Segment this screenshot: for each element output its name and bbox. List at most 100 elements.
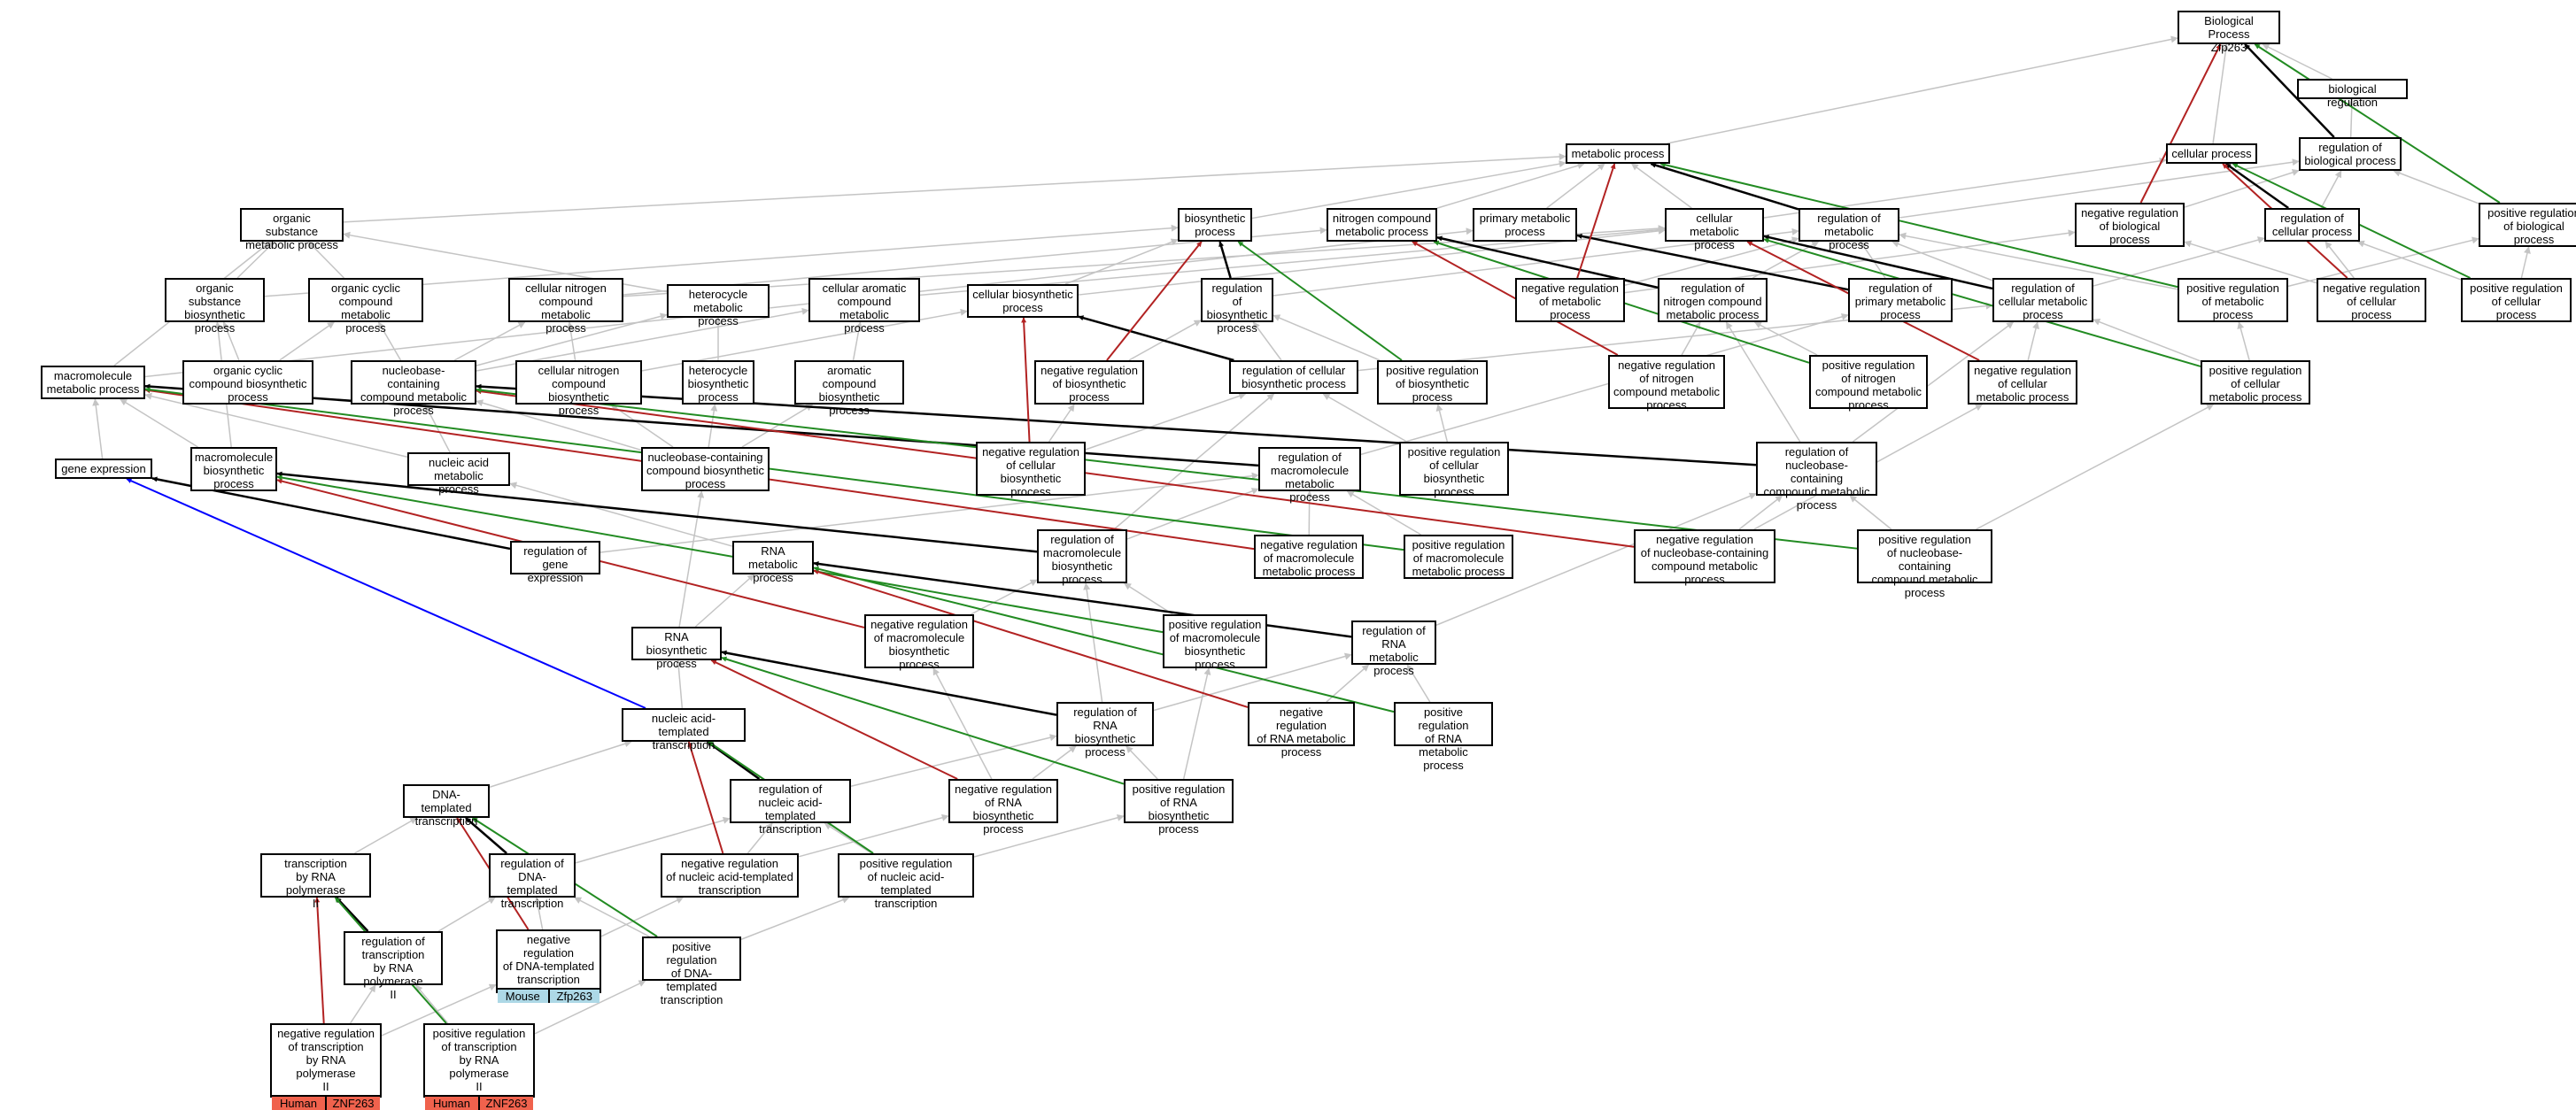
term-label: negative regulation of RNA biosynthetic … xyxy=(950,781,1056,837)
term-node-macromet[interactable]: macromolecule metabolic process xyxy=(41,366,145,399)
gene-tag: ZNF263 xyxy=(325,1097,380,1110)
term-node-nucacidtx[interactable]: nucleic acid-templated transcription xyxy=(622,708,746,742)
term-node-regmet[interactable]: regulation of metabolic process xyxy=(1799,208,1899,242)
term-node-regdnatx[interactable]: regulation of DNA-templated transcriptio… xyxy=(489,853,576,898)
term-node-negregcell[interactable]: negative regulation of cellular process xyxy=(2317,278,2426,322)
term-node-rnabio[interactable]: RNA biosynthetic process xyxy=(631,627,722,660)
term-node-regnitro[interactable]: regulation of nitrogen compound metaboli… xyxy=(1658,278,1768,322)
term-node-posregmacromet[interactable]: positive regulation of macromolecule met… xyxy=(1404,535,1513,579)
term-node-nucbase[interactable]: nucleobase-containing compound metabolic… xyxy=(351,360,476,405)
term-label: RNA metabolic process xyxy=(734,543,812,586)
edge-geneexp-to-macromet xyxy=(95,399,102,459)
term-label: macromolecule biosynthetic process xyxy=(192,449,275,492)
term-label: positive regulation of nucleic acid-temp… xyxy=(839,855,972,912)
term-node-posregnitro[interactable]: positive regulation of nitrogen compound… xyxy=(1809,355,1928,409)
term-node-negregnucacidtx[interactable]: negative regulation of nucleic acid-temp… xyxy=(661,853,799,898)
term-label: regulation of cellular biosynthetic proc… xyxy=(1231,362,1357,392)
edge-regcell-to-regbio xyxy=(2321,171,2341,208)
term-node-nucacid[interactable]: nucleic acid metabolic process xyxy=(407,452,510,486)
term-node-cellproc[interactable]: cellular process xyxy=(2166,143,2257,164)
term-node-negregbio[interactable]: negative regulation of biological proces… xyxy=(2075,203,2185,247)
term-node-posregnucbase[interactable]: positive regulation of nucleobase-contai… xyxy=(1857,529,1992,583)
term-node-negregdnatx[interactable]: negative regulation of DNA-templated tra… xyxy=(496,929,601,993)
term-node-macrobio[interactable]: macromolecule biosynthetic process xyxy=(190,447,277,491)
term-node-regnucacidtx[interactable]: regulation of nucleic acid-templated tra… xyxy=(730,779,851,823)
term-node-regrnabio[interactable]: regulation of RNA biosynthetic process xyxy=(1056,702,1154,746)
term-node-posregrnamet[interactable]: positive regulation of RNA metabolic pro… xyxy=(1394,702,1493,746)
term-label: negative regulation of nitrogen compound… xyxy=(1610,357,1723,413)
term-node-orgsubbio[interactable]: organic substance biosynthetic process xyxy=(165,278,265,322)
term-label: positive regulation of nitrogen compound… xyxy=(1811,357,1926,413)
term-node-rnamet[interactable]: RNA metabolic process xyxy=(732,541,814,574)
term-node-regrnamet[interactable]: regulation of RNA metabolic process xyxy=(1351,621,1436,665)
term-node-cellarom[interactable]: cellular aromatic compound metabolic pro… xyxy=(808,278,920,322)
term-node-orgcycbio[interactable]: organic cyclic compound biosynthetic pro… xyxy=(182,360,313,405)
term-node-negregcellmet[interactable]: negative regulation of cellular metaboli… xyxy=(1968,360,2077,405)
term-node-regcellbio[interactable]: regulation of cellular biosynthetic proc… xyxy=(1229,360,1358,394)
term-label: positive regulation of RNA metabolic pro… xyxy=(1396,704,1491,774)
term-node-nucbasebio[interactable]: nucleobase-containing compound biosynthe… xyxy=(641,447,770,491)
term-node-posregtxpol2[interactable]: positive regulation of transcription by … xyxy=(423,1023,535,1098)
term-label: cellular biosynthetic process xyxy=(969,286,1077,316)
term-node-regprim[interactable]: regulation of primary metabolic process xyxy=(1848,278,1953,322)
term-node-hetbio[interactable]: heterocycle biosynthetic process xyxy=(682,360,754,405)
term-node-bioreg[interactable]: biological regulation xyxy=(2297,79,2408,99)
term-node-cellmet[interactable]: cellular metabolic process xyxy=(1665,208,1764,242)
term-node-negregtxpol2[interactable]: negative regulation of transcription by … xyxy=(270,1023,382,1098)
term-node-posregnucacidtx[interactable]: positive regulation of nucleic acid-temp… xyxy=(838,853,974,898)
term-node-regtxpol2[interactable]: regulation of transcription by RNA polym… xyxy=(344,931,443,985)
term-node-primary[interactable]: primary metabolic process xyxy=(1473,208,1577,242)
term-label: regulation of DNA-templated transcriptio… xyxy=(491,855,574,912)
edge-posregcell-to-posregbio xyxy=(2521,247,2528,278)
term-node-orgsub[interactable]: organic substance metabolic process xyxy=(240,208,344,242)
term-node-reggeneexp[interactable]: regulation of gene expression xyxy=(510,541,600,574)
term-node-regbio[interactable]: regulation of biological process xyxy=(2299,137,2402,171)
term-node-posregmacrobio[interactable]: positive regulation of macromolecule bio… xyxy=(1163,614,1267,668)
term-node-posregcell[interactable]: positive regulation of cellular process xyxy=(2461,278,2572,322)
term-node-negregnucbase[interactable]: negative regulation of nucleobase-contai… xyxy=(1634,529,1775,583)
edge-posregcellmet-to-cellmet xyxy=(1764,239,2201,366)
term-node-negregmet[interactable]: negative regulation of metabolic process xyxy=(1515,278,1625,322)
edge-negregcell-to-negregbio xyxy=(2185,242,2317,282)
term-node-negregcellbio[interactable]: negative regulation of cellular biosynth… xyxy=(976,442,1086,496)
term-node-regcellmet[interactable]: regulation of cellular metabolic process xyxy=(1992,278,2093,322)
term-node-posregcellbio[interactable]: positive regulation of cellular biosynth… xyxy=(1399,442,1509,496)
term-node-regbiosyn[interactable]: regulation of biosynthetic process xyxy=(1201,278,1273,322)
term-node-dnatx[interactable]: DNA-templated transcription xyxy=(403,784,490,818)
term-node-orgcyc[interactable]: organic cyclic compound metabolic proces… xyxy=(308,278,423,322)
term-node-bp[interactable]: Biological Process Zfp263 xyxy=(2178,11,2280,44)
term-node-posregcellmet[interactable]: positive regulation of cellular metaboli… xyxy=(2201,360,2310,405)
term-node-regnucbase[interactable]: regulation of nucleobase-containing comp… xyxy=(1756,442,1877,496)
term-node-metab[interactable]: metabolic process xyxy=(1566,143,1670,164)
term-label: positive regulation of cellular metaboli… xyxy=(2202,362,2309,405)
term-node-negregmacromet[interactable]: negative regulation of macromolecule met… xyxy=(1254,535,1364,579)
term-node-cellnitrobio[interactable]: cellular nitrogen compound biosynthetic … xyxy=(515,360,642,405)
term-node-negregrnamet[interactable]: negative regulation of RNA metabolic pro… xyxy=(1248,702,1355,746)
term-node-negregnitro[interactable]: negative regulation of nitrogen compound… xyxy=(1608,355,1725,409)
term-node-cellbio[interactable]: cellular biosynthetic process xyxy=(967,284,1079,318)
term-node-posregbio[interactable]: positive regulation of biological proces… xyxy=(2479,203,2576,247)
term-node-negregmacrobio[interactable]: negative regulation of macromolecule bio… xyxy=(864,614,974,668)
term-node-negregrnabio[interactable]: negative regulation of RNA biosynthetic … xyxy=(948,779,1058,823)
term-node-posregmet[interactable]: positive regulation of metabolic process xyxy=(2178,278,2288,322)
edge-negregbiosyn-to-biosyn xyxy=(1107,242,1202,360)
term-node-regcell[interactable]: regulation of cellular process xyxy=(2264,208,2360,242)
term-node-posregrnabio[interactable]: positive regulation of RNA biosynthetic … xyxy=(1124,779,1234,823)
term-label: regulation of transcription by RNA polym… xyxy=(345,933,441,1003)
term-node-regmacromet[interactable]: regulation of macromolecule metabolic pr… xyxy=(1258,447,1361,491)
term-node-nitro[interactable]: nitrogen compound metabolic process xyxy=(1327,208,1437,242)
term-label: organic cyclic compound biosynthetic pro… xyxy=(184,362,312,405)
term-node-cellnitro[interactable]: cellular nitrogen compound metabolic pro… xyxy=(508,278,623,322)
edge-negregbio-to-bp xyxy=(2141,44,2221,203)
term-node-hetmet[interactable]: heterocycle metabolic process xyxy=(667,284,770,318)
term-node-posregdnatx[interactable]: positive regulation of DNA-templated tra… xyxy=(642,937,741,981)
term-node-txpol2[interactable]: transcription by RNA polymerase II xyxy=(260,853,371,898)
edge-macrobio-to-macromet xyxy=(120,399,198,447)
term-node-posregbiosyn[interactable]: positive regulation of biosynthetic proc… xyxy=(1377,360,1488,405)
term-node-geneexp[interactable]: gene expression xyxy=(55,459,152,479)
term-node-arombio[interactable]: aromatic compound biosynthetic process xyxy=(794,360,904,405)
edge-posregbio-to-regbio xyxy=(2394,171,2479,204)
term-node-regmacrobio[interactable]: regulation of macromolecule biosynthetic… xyxy=(1037,529,1127,583)
term-node-negregbiosyn[interactable]: negative regulation of biosynthetic proc… xyxy=(1034,360,1144,405)
term-node-biosyn[interactable]: biosynthetic process xyxy=(1178,208,1252,242)
